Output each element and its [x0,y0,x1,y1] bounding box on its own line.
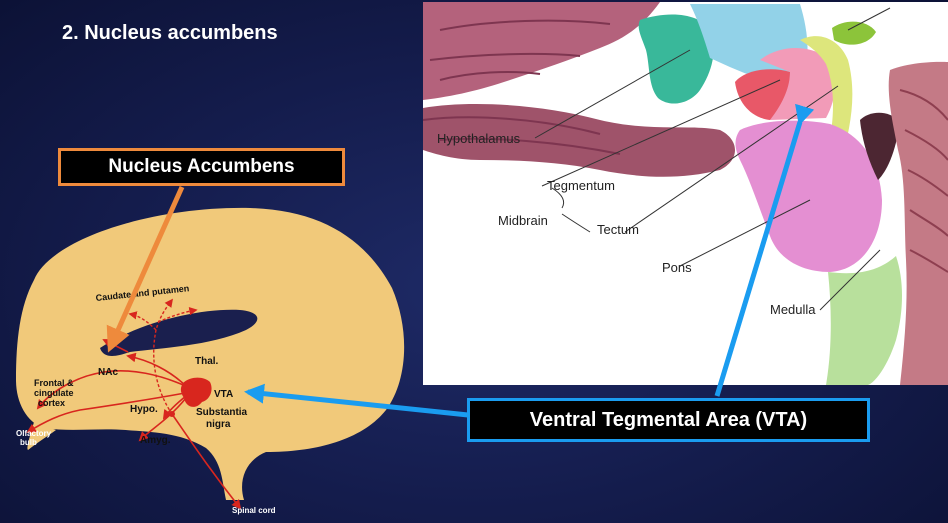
hypothalamus-label: Hypothalamus [437,131,521,146]
thal-label: Thal. [195,356,219,367]
nucleus-accumbens-callout: Nucleus Accumbens [58,148,345,186]
olfactory-label-line1: Olfactory [16,429,52,438]
reward-pathway-illustration: Caudate and putamen Thal. NAc VTA Fronta… [16,208,404,515]
midbrain-label: Midbrain [498,213,548,228]
frontal-label-line3: cortex [38,398,65,408]
brainstem-illustration: Hypothalamus Tegmentum Midbrain Tectum P… [423,2,948,385]
brain-outline [16,208,404,500]
tegmentum-label: Tegmentum [547,178,615,193]
substantia-label-line1: Substantia [196,407,248,418]
spinal-cord-label: Spinal cord [232,506,276,515]
pons-label: Pons [662,260,692,275]
medulla-label: Medulla [770,302,816,317]
substantia-label-line2: nigra [206,419,231,430]
olfactory-label-line2: bulb [20,438,37,447]
tectum-label: Tectum [597,222,639,237]
nac-label: NAc [98,367,118,378]
vta-label: VTA [214,389,233,400]
hypo-label: Hypo. [130,404,158,415]
vta-callout: Ventral Tegmental Area (VTA) [467,398,870,442]
frontal-label-line2: cingulate [34,388,74,398]
frontal-label-line1: Frontal & [34,378,74,388]
amyg-label: Amyg. [140,435,171,446]
